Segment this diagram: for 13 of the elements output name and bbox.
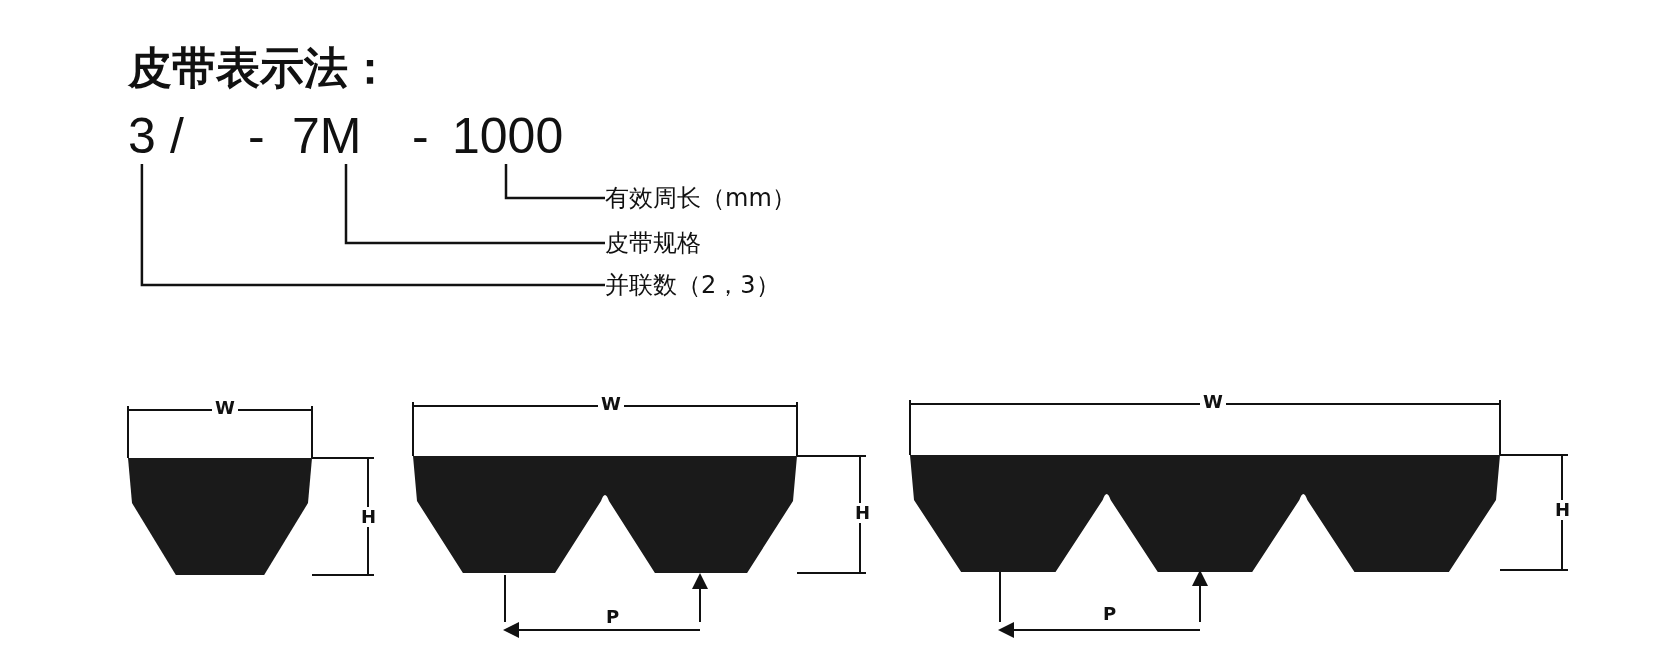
separator: - bbox=[248, 108, 265, 164]
heading: 皮带表示法： bbox=[128, 42, 392, 94]
leader-line bbox=[344, 164, 605, 245]
code-part: 1000 bbox=[452, 108, 564, 164]
leader-text: 有效周长（mm） bbox=[605, 183, 796, 213]
separator: / bbox=[170, 108, 184, 164]
leader-text: 皮带规格 bbox=[605, 228, 701, 258]
code-part: 7M bbox=[292, 108, 362, 164]
leader-line bbox=[504, 164, 605, 200]
leader-line bbox=[140, 164, 605, 287]
code-part: 3 bbox=[128, 108, 156, 164]
separator: - bbox=[412, 108, 429, 164]
leader-text: 并联数（2，3） bbox=[605, 270, 780, 300]
